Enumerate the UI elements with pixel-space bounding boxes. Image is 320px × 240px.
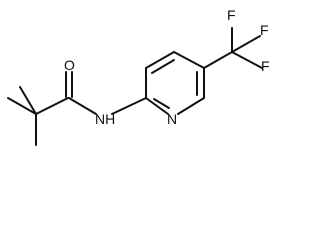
atom-fluorine-right: F <box>260 22 269 38</box>
ring-bond-3 <box>173 51 205 69</box>
ring-double-3 <box>153 98 170 109</box>
atom-nh: NH <box>95 111 115 127</box>
ring-double-1 <box>151 59 175 74</box>
atom-ring-n: N <box>167 111 177 127</box>
bond-carbonyl-n <box>68 97 97 115</box>
bond-cf3-f-right <box>231 35 261 53</box>
ring-bond-2 <box>145 51 175 69</box>
bond-tbu-methyl-left <box>7 97 37 115</box>
ring-bond-5 <box>177 97 205 115</box>
bond-n-ring <box>111 97 147 115</box>
bond-cf3-f-mid <box>231 51 263 69</box>
bond-tbu-methyl-top <box>19 86 37 115</box>
atom-oxygen: O <box>64 57 75 73</box>
atom-fluorine-mid: F <box>261 58 270 74</box>
atom-fluorine-top: F <box>227 7 236 23</box>
bond-tbu-carbonyl <box>35 97 69 115</box>
ring-bond-6 <box>145 97 169 115</box>
molecule-diagram: O NH N F F F <box>7 7 270 146</box>
structure-canvas: O NH N F F F <box>7 7 270 146</box>
bond-ring-cf3 <box>203 51 233 69</box>
